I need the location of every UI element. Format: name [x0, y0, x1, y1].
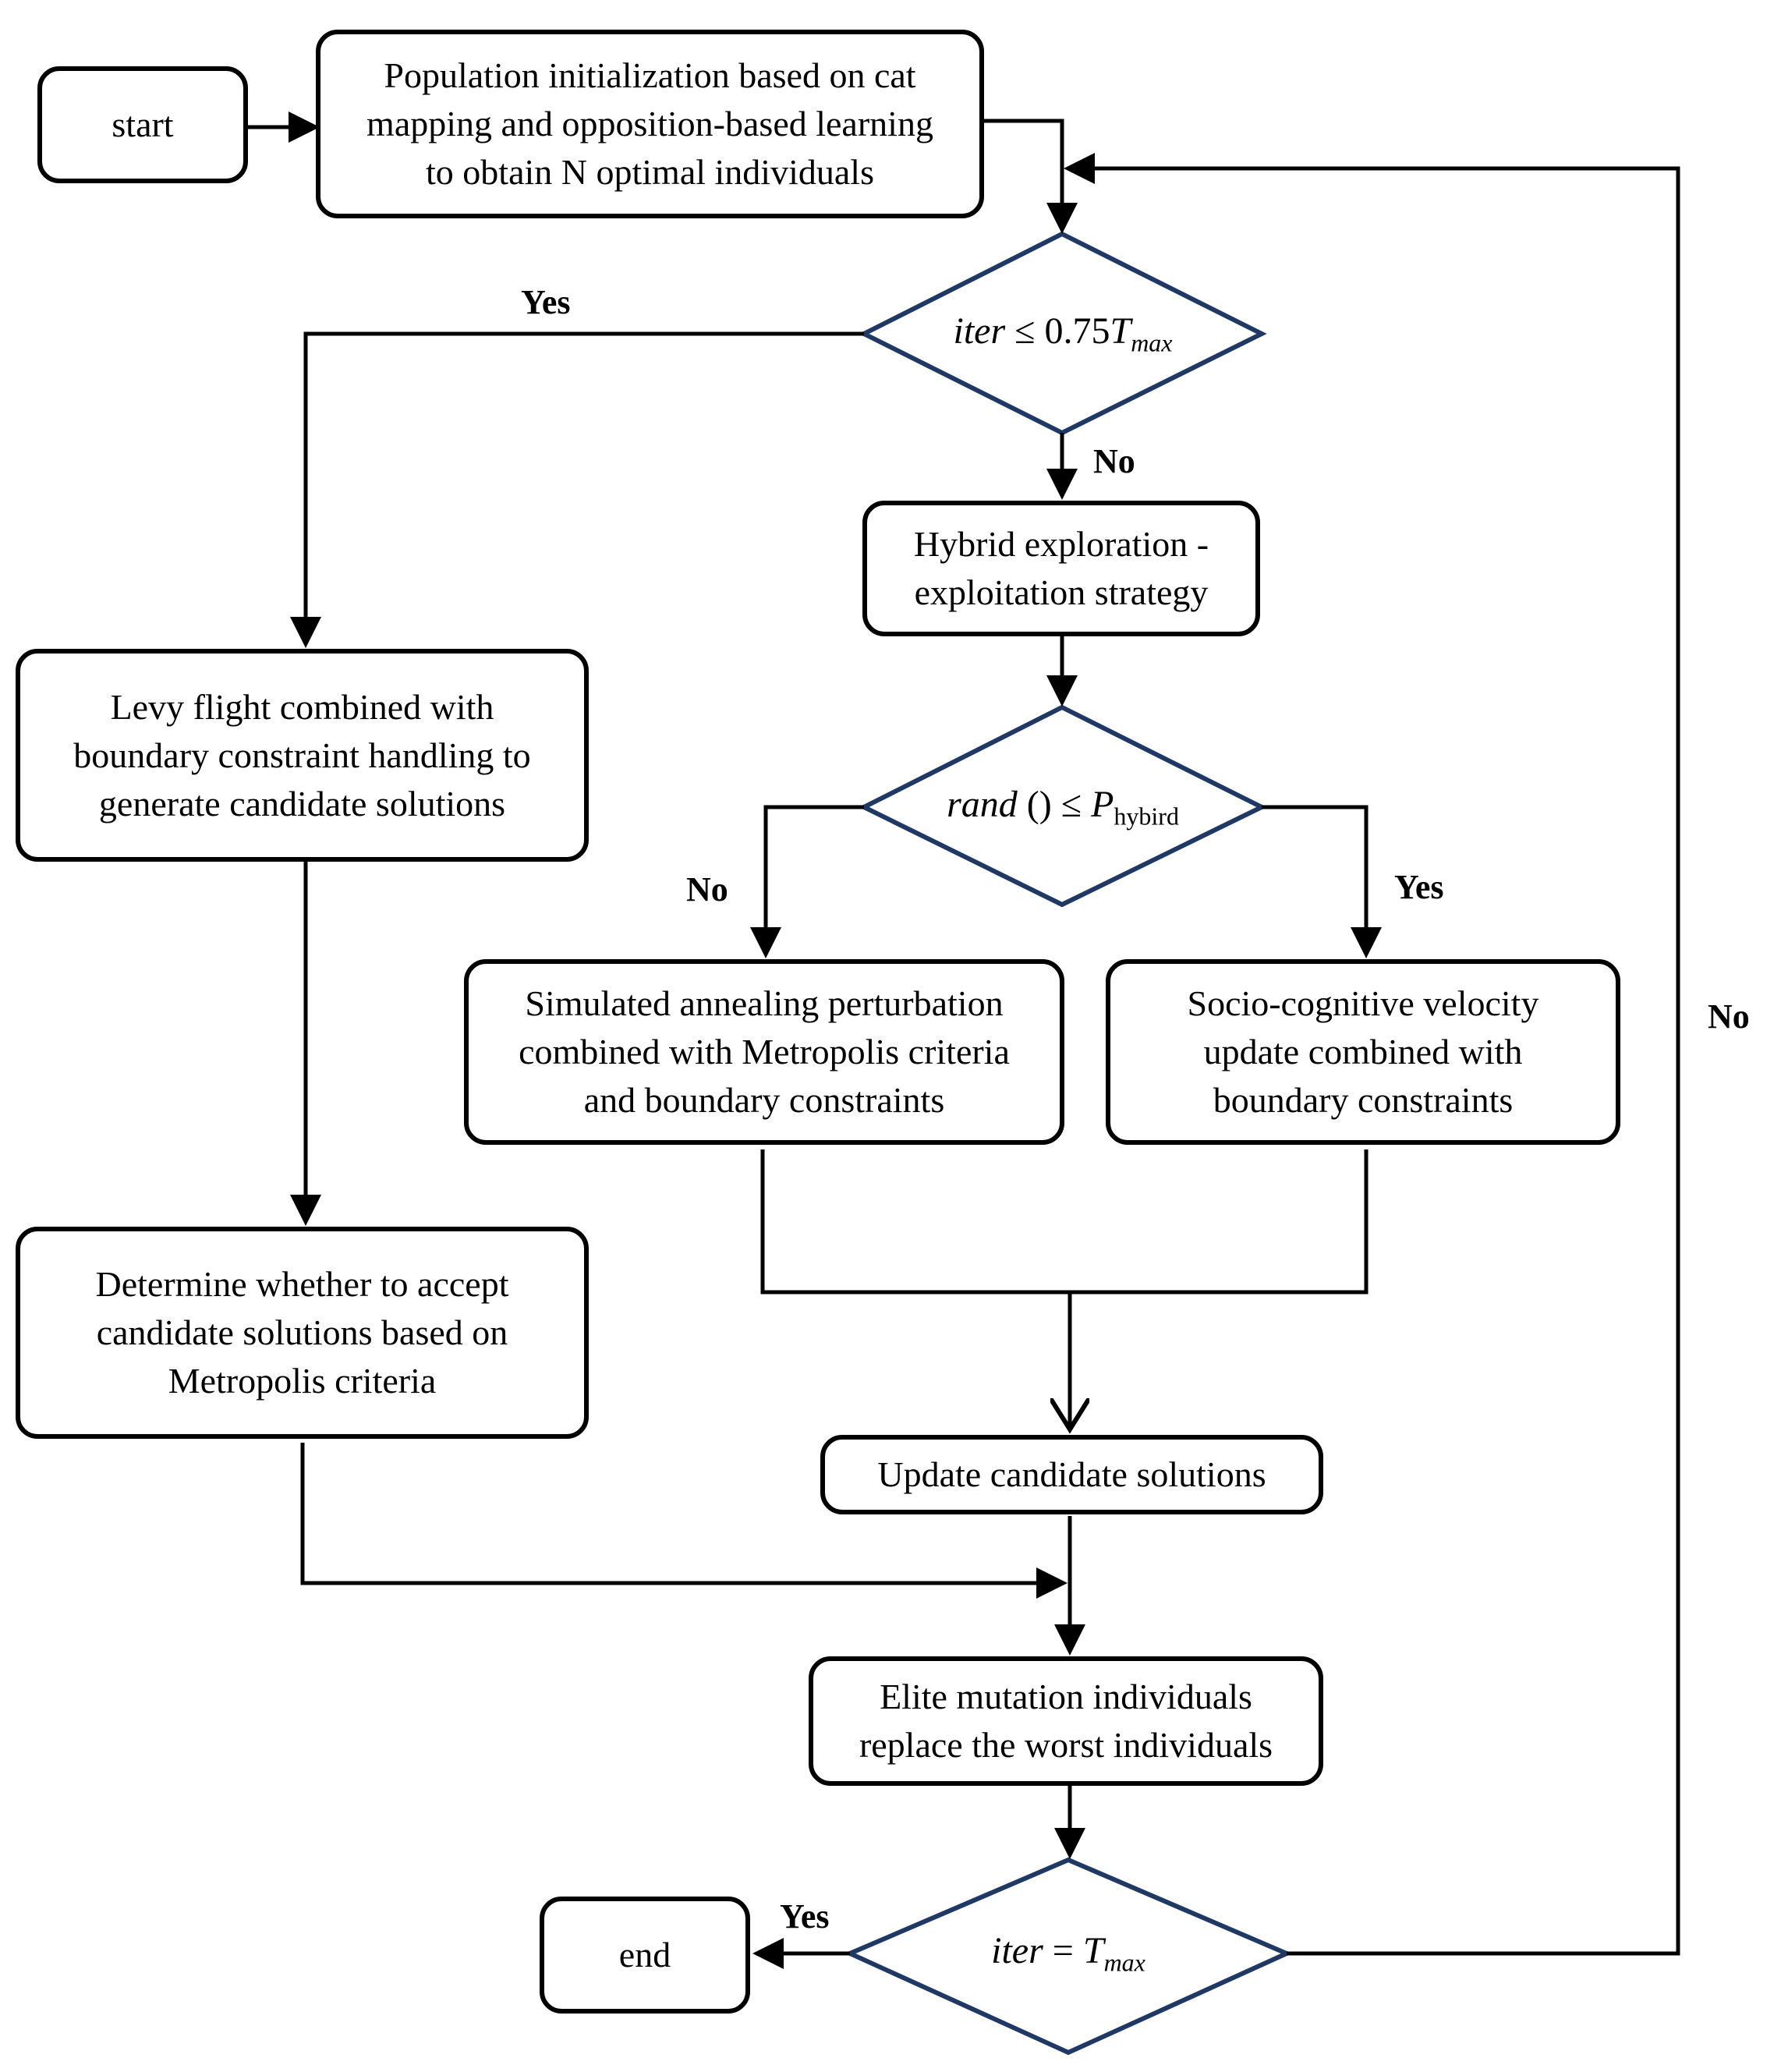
d3-op: = [1043, 1930, 1083, 1972]
d2-var: rand [947, 784, 1018, 826]
decision-diamond-iter-tmax [844, 1857, 1293, 2056]
arrow-d2-no-to-sa [750, 805, 864, 958]
init-label: Population initialization based on cat m… [366, 55, 933, 192]
label-d2-no: No [686, 870, 728, 908]
decision-text-rand: rand () ≤ Phybird [864, 780, 1262, 834]
determine-label: Determine whether to accept candidate so… [95, 1264, 509, 1401]
decision-text-iter-075: iter ≤ 0.75Tmax [864, 308, 1262, 360]
d2-sub: hybird [1114, 802, 1179, 831]
arrow-determine-to-update-line [300, 1443, 1068, 1599]
levy-label: Levy flight combined with boundary const… [73, 686, 531, 823]
hybrid-label: Hybrid exploration - exploitation strate… [913, 524, 1209, 612]
end-node: end [540, 1897, 750, 2014]
sa-label: Simulated annealing perturbation combine… [519, 983, 1010, 1120]
d3-sub: max [1103, 1948, 1145, 1977]
d3-var: iter [991, 1930, 1043, 1972]
d2-op: () ≤ [1017, 784, 1092, 826]
end-label: end [618, 1935, 671, 1975]
init-node: Population initialization based on cat m… [316, 30, 984, 218]
d3-T: T [1082, 1930, 1104, 1972]
decision-text-iter-tmax: iter = Tmax [850, 1928, 1287, 1979]
start-label: start [112, 104, 174, 144]
determine-node: Determine whether to accept candidate so… [16, 1227, 589, 1439]
d2-P: P [1091, 784, 1114, 826]
d1-op: ≤ 0.75 [1005, 310, 1110, 352]
label-d1-yes: Yes [521, 283, 571, 321]
arrow-d1-yes-to-levy [290, 331, 864, 648]
line-sa-merge [760, 1149, 1369, 1295]
elite-label: Elite mutation individuals replace the w… [859, 1677, 1273, 1765]
label-d3-yes: Yes [780, 1897, 830, 1936]
label-d2-yes: Yes [1394, 868, 1444, 906]
levy-node: Levy flight combined with boundary const… [16, 649, 589, 862]
label-d1-no: No [1093, 442, 1135, 480]
start-node: start [37, 66, 248, 183]
elite-node: Elite mutation individuals replace the w… [809, 1656, 1323, 1786]
arrow-loop-back [1064, 153, 1680, 1956]
update-label: Update candidate solutions [877, 1454, 1266, 1494]
d1-T: T [1110, 310, 1131, 352]
arrow-d2-yes-to-socio [1262, 805, 1382, 958]
update-node: Update candidate solutions [820, 1435, 1323, 1514]
sa-node: Simulated annealing perturbation combine… [464, 959, 1064, 1145]
hybrid-node: Hybrid exploration - exploitation strate… [862, 501, 1260, 636]
d1-sub: max [1131, 328, 1173, 357]
arrow-init-to-d1 [984, 119, 1078, 234]
label-d3-no: No [1708, 997, 1750, 1036]
socio-node: Socio-cognitive velocity update combined… [1106, 959, 1620, 1145]
d1-var: iter [953, 310, 1006, 352]
decision-diamond-rand [859, 704, 1267, 908]
socio-label: Socio-cognitive velocity update combined… [1187, 983, 1539, 1120]
